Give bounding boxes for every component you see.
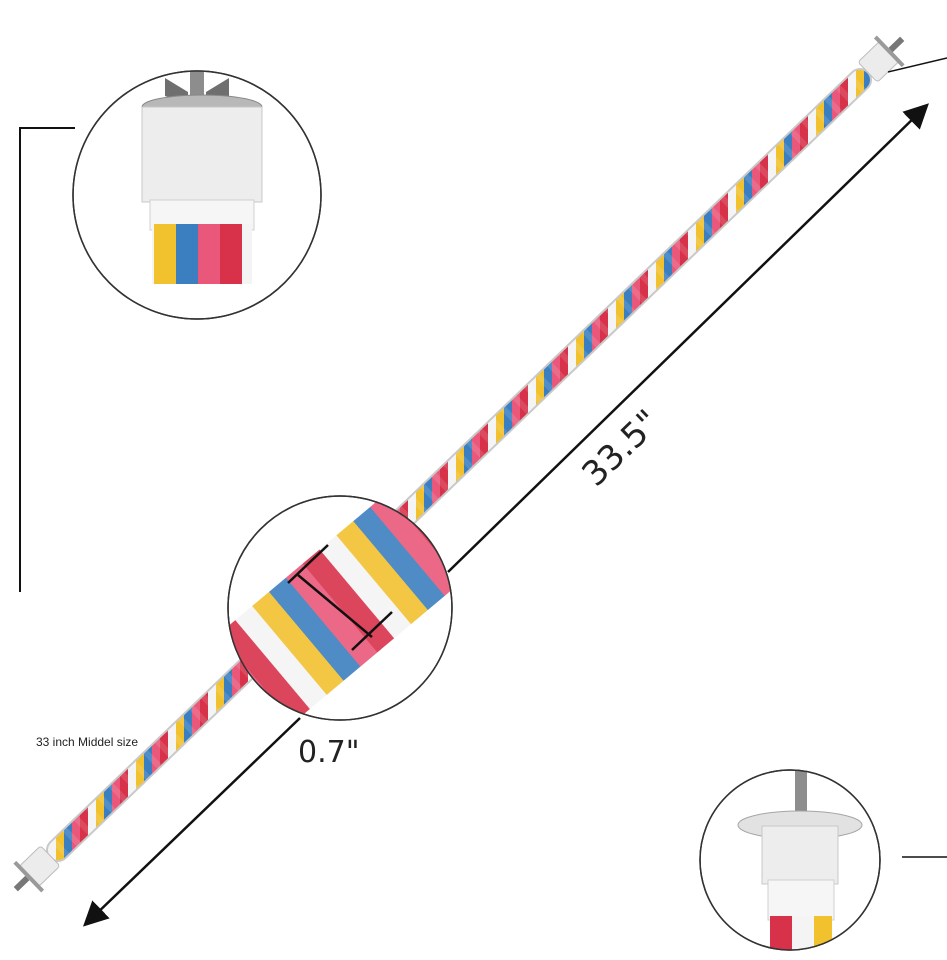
length-arrow [447, 103, 929, 573]
zoom-circle-bottom [699, 769, 881, 951]
callout-line [19, 127, 75, 592]
zoom-circle-mid [227, 495, 453, 721]
diameter-label: 0.7" [298, 735, 360, 770]
size-note: 33 inch Middel size [36, 735, 138, 749]
callout-line [887, 57, 947, 73]
zoom-circle-top [72, 70, 322, 320]
length-arrow [82, 717, 301, 927]
end-cap-icon [13, 846, 60, 893]
bolt-icon [795, 770, 807, 820]
rope [46, 68, 872, 862]
length-label: 33.5" [574, 402, 667, 494]
